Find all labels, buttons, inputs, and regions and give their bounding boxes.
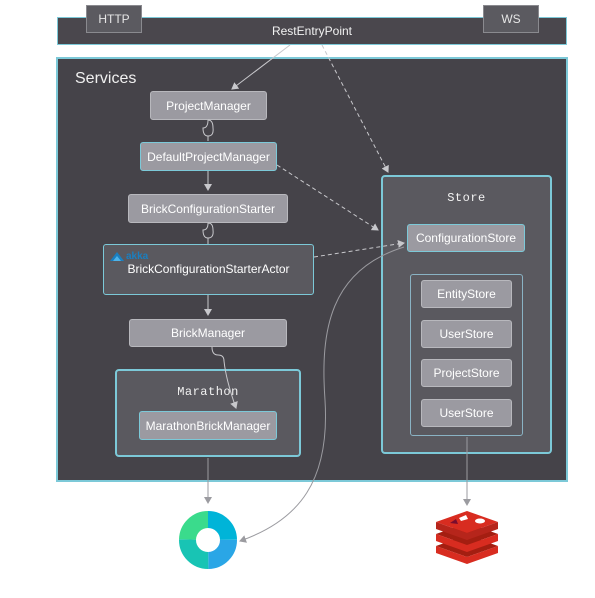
ws-tab[interactable]: WS <box>483 5 539 33</box>
user-store-node[interactable]: UserStore <box>421 320 512 348</box>
brick-manager-node[interactable]: BrickManager <box>129 319 287 347</box>
edge-default-pm-to-config-store <box>276 164 379 231</box>
edge-implements-project-manager <box>202 119 214 137</box>
user-store-node-2[interactable]: UserStore <box>421 399 512 427</box>
akka-badge: akka <box>126 251 149 262</box>
http-tab[interactable]: HTTP <box>86 5 142 33</box>
rest-entry-point-label: RestEntryPoint <box>271 24 353 38</box>
edge-entry-to-project-manager <box>231 44 291 90</box>
edge-actor-to-config-store <box>313 239 405 258</box>
akka-logo-icon <box>110 252 124 261</box>
project-store-node[interactable]: ProjectStore <box>421 359 512 387</box>
rest-entry-bar <box>57 17 567 45</box>
marathon-brick-manager-node[interactable]: MarathonBrickManager <box>139 411 277 440</box>
marathon-title: Marathon <box>177 385 239 399</box>
edge-entry-to-store <box>321 44 389 173</box>
redis-stack-icon <box>436 511 498 564</box>
configuration-store-node[interactable]: ConfigurationStore <box>407 224 525 252</box>
default-project-manager-node[interactable]: DefaultProjectManager <box>140 142 277 171</box>
store-title: Store <box>447 191 486 205</box>
edge-implements-brick-manager <box>211 346 238 409</box>
edge-implements-bcs <box>202 222 214 239</box>
services-title: Services <box>75 70 137 87</box>
brick-configuration-starter-actor-label: BrickConfigurationStarterActor <box>127 262 290 276</box>
brick-configuration-starter-actor-node[interactable] <box>103 244 314 295</box>
project-manager-node[interactable]: ProjectManager <box>150 91 267 120</box>
entity-store-node[interactable]: EntityStore <box>421 280 512 308</box>
circular-ring-logo-icon <box>179 511 237 569</box>
edge-config-store-to-external <box>239 246 405 543</box>
brick-configuration-starter-node[interactable]: BrickConfigurationStarter <box>128 194 288 223</box>
